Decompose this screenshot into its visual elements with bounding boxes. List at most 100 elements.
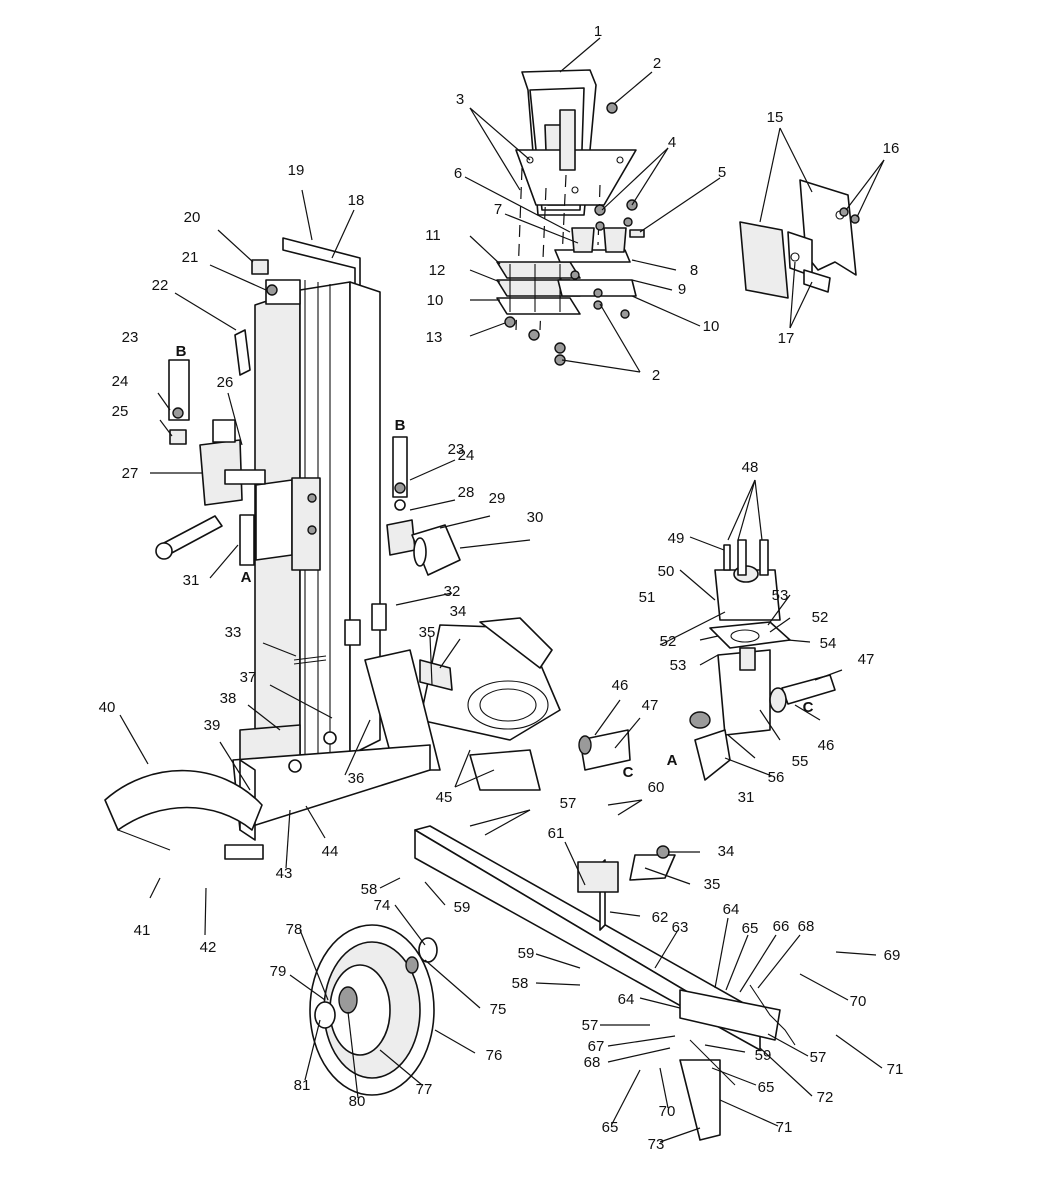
callout-50: 50 <box>658 563 675 580</box>
callout-7: 7 <box>494 201 502 218</box>
callout-30: 30 <box>527 509 544 526</box>
callout-11: 11 <box>425 227 441 244</box>
callout-76: 76 <box>486 1047 503 1064</box>
callout-40: 40 <box>99 699 116 716</box>
callout-44: 44 <box>322 843 339 860</box>
callout-8: 8 <box>690 262 698 279</box>
callout-59a: 59 <box>454 899 471 916</box>
callout-60: 60 <box>648 779 665 796</box>
callout-19: 19 <box>288 162 305 179</box>
connector-b-left: B <box>176 343 187 360</box>
callout-3: 3 <box>456 91 464 108</box>
callout-26: 26 <box>217 374 234 391</box>
callout-58a: 58 <box>361 881 378 898</box>
connector-c-right: C <box>803 699 814 716</box>
callout-57b: 57 <box>582 1017 599 1034</box>
callout-52a: 52 <box>812 609 829 626</box>
callout-70a: 70 <box>850 993 867 1010</box>
callout-12: 12 <box>429 262 446 279</box>
callout-5: 5 <box>718 164 726 181</box>
control-valve <box>155 329 266 566</box>
callout-74: 74 <box>374 897 391 914</box>
callout-39: 39 <box>204 717 221 734</box>
callout-24: 24 <box>112 373 129 390</box>
callout-13: 13 <box>426 329 443 346</box>
beam-cylinder <box>251 237 387 761</box>
callout-61: 61 <box>548 825 565 842</box>
callout-75: 75 <box>490 1001 507 1018</box>
callout-57c: 57 <box>810 1049 827 1066</box>
callout-47b: 47 <box>858 651 875 668</box>
callout-73: 73 <box>648 1136 665 1153</box>
engine-frame <box>232 617 561 841</box>
callout-16: 16 <box>883 140 900 157</box>
callout-23b: 23 <box>448 441 465 458</box>
leader-lines <box>119 37 885 1143</box>
callout-46b: 46 <box>818 737 835 754</box>
callout-68b: 68 <box>584 1054 601 1071</box>
callout-31b: 31 <box>738 789 755 806</box>
callout-36: 36 <box>348 770 365 787</box>
callout-71a: 71 <box>887 1061 904 1078</box>
callout-23: 23 <box>122 329 139 346</box>
callout-2: 2 <box>653 55 661 72</box>
connector-a-right: A <box>667 752 678 769</box>
callout-67: 67 <box>588 1038 605 1055</box>
callout-37: 37 <box>240 669 257 686</box>
callout-41: 41 <box>134 922 151 939</box>
callout-38: 38 <box>220 690 237 707</box>
callout-21: 21 <box>182 249 199 266</box>
filter-assembly <box>386 436 461 576</box>
tongue-axle <box>414 825 796 1141</box>
callout-42: 42 <box>200 939 217 956</box>
callout-45: 45 <box>436 789 453 806</box>
callout-65c: 65 <box>758 1079 775 1096</box>
callout-24b: 24 <box>458 447 475 464</box>
callout-59b: 59 <box>518 945 535 962</box>
callout-81: 81 <box>294 1077 311 1094</box>
callout-29: 29 <box>489 490 506 507</box>
callout-66: 66 <box>773 918 790 935</box>
callout-10b: 10 <box>427 292 444 309</box>
pump-mount <box>578 539 836 781</box>
bracket-assembly <box>739 179 860 299</box>
callout-69: 69 <box>884 947 901 964</box>
callout-55: 55 <box>792 753 809 770</box>
connector-b-mid: B <box>395 417 406 434</box>
callout-57a: 57 <box>560 795 577 812</box>
callout-6: 6 <box>454 165 462 182</box>
wheel <box>309 924 438 1096</box>
callout-56: 56 <box>768 769 785 786</box>
callout-1: 1 <box>594 23 602 40</box>
callout-25: 25 <box>112 403 129 420</box>
callout-48: 48 <box>742 459 759 476</box>
callout-49: 49 <box>668 530 685 547</box>
callout-15: 15 <box>767 109 784 126</box>
callout-17: 17 <box>778 330 795 347</box>
connector-a-left: A <box>241 569 252 586</box>
callout-63: 63 <box>672 919 689 936</box>
callout-72: 72 <box>817 1089 834 1106</box>
callout-18: 18 <box>348 192 365 209</box>
fender <box>104 769 264 860</box>
callout-34b: 34 <box>718 843 735 860</box>
callout-43: 43 <box>276 865 293 882</box>
callout-58b: 58 <box>512 975 529 992</box>
callout-53a: 53 <box>772 587 789 604</box>
callout-31: 31 <box>183 572 200 589</box>
callout-70b: 70 <box>659 1103 676 1120</box>
callout-80: 80 <box>349 1093 366 1110</box>
callout-71b: 71 <box>776 1119 793 1136</box>
callout-59c: 59 <box>755 1047 772 1064</box>
callout-65b: 65 <box>602 1119 619 1136</box>
callout-labels: 1 2 3 4 5 6 7 8 9 10 10 11 12 13 2 15 16… <box>99 23 904 1153</box>
connector-c-mid: C <box>623 764 634 781</box>
callout-33: 33 <box>225 624 242 641</box>
callout-10a: 10 <box>703 318 720 335</box>
callout-64a: 64 <box>723 901 740 918</box>
callout-54: 54 <box>820 635 837 652</box>
callout-53b: 53 <box>670 657 687 674</box>
callout-62: 62 <box>652 909 669 926</box>
callout-47: 47 <box>642 697 659 714</box>
